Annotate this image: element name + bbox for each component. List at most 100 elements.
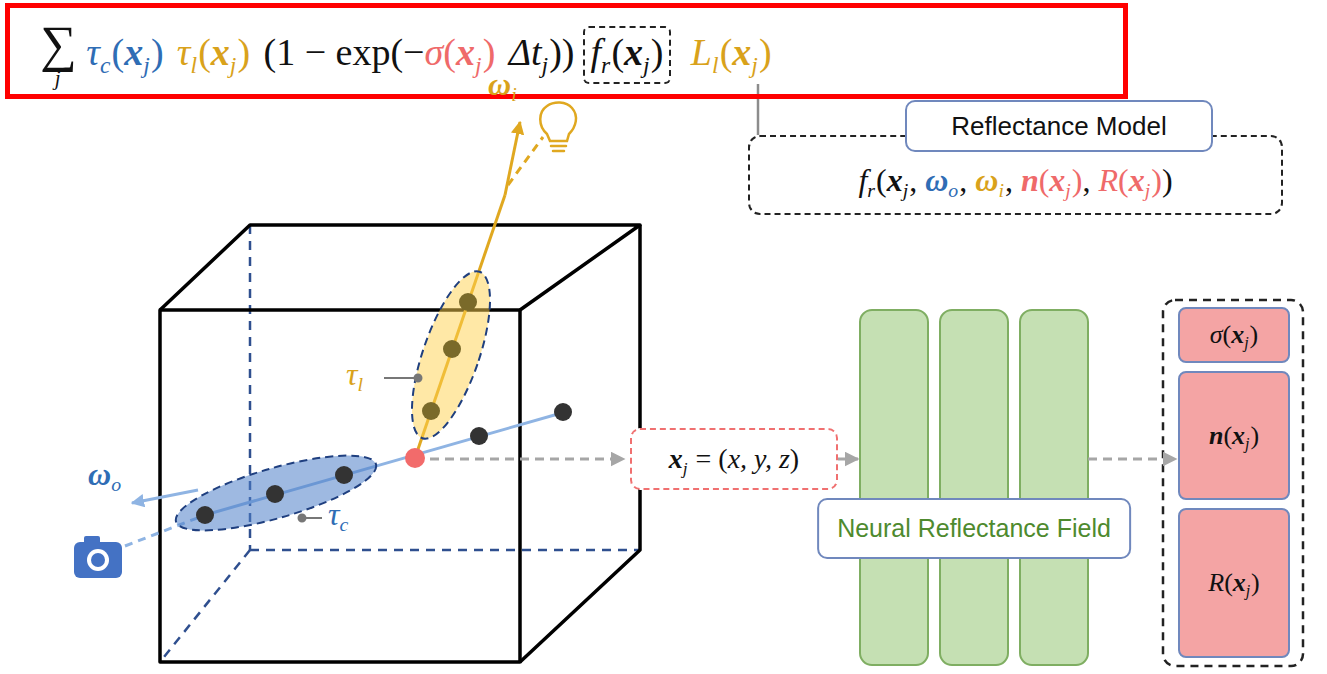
formula-symbol: σ: [425, 30, 444, 74]
formula-symbol: Neural Reflectance Field: [837, 514, 1111, 543]
camera-transmittance-region: [169, 440, 383, 545]
formula-symbol: ): [151, 30, 164, 74]
symbol-label: o: [111, 473, 121, 496]
text-row: σ(xj): [1210, 320, 1258, 350]
network-to-output-arrow: [1088, 458, 1176, 461]
formula-symbol: r: [867, 179, 875, 202]
formula-symbol: o: [948, 179, 958, 202]
neural-field-network: Neural Reflectance Field: [860, 310, 1088, 665]
cube-edges: [160, 225, 640, 662]
view-direction-label: ωo: [88, 456, 122, 493]
formula-symbol: ): [1250, 421, 1259, 451]
formula-symbol: j: [643, 52, 650, 79]
formula-symbol: x: [732, 30, 751, 74]
view-direction-arrow: [132, 490, 198, 503]
formula-symbol: (: [1039, 162, 1050, 199]
formula-symbol: j: [475, 52, 482, 79]
density-output-box: σ(xj): [1178, 307, 1290, 363]
formula-symbol: (: [1224, 568, 1233, 598]
formula-symbol: (1 − exp(−: [264, 30, 425, 74]
formula-symbol: f: [858, 162, 867, 199]
formula-symbol: R: [1099, 162, 1119, 199]
light-ray-dashed: [508, 137, 543, 185]
symbol-label: l: [357, 373, 363, 396]
formula-symbol: i: [998, 179, 1004, 202]
formula-symbol: ): [790, 443, 799, 475]
formula-symbol: (: [1118, 162, 1129, 199]
formula-symbol: l: [712, 52, 719, 79]
formula-symbol: (: [112, 30, 125, 74]
text-row: fr(xj): [591, 30, 664, 74]
formula-symbol: j: [1246, 582, 1250, 600]
formula-symbol: ,: [1005, 162, 1021, 199]
formula-symbol: L: [691, 30, 712, 74]
normal-output-box: n(xj): [1178, 371, 1290, 500]
formula-symbol: σ: [1210, 320, 1223, 350]
formula-symbol: ): [238, 30, 251, 74]
reflectance-output-box: R(xj): [1178, 508, 1290, 658]
formula-symbol: x: [124, 30, 143, 74]
formula-symbol: (: [443, 30, 456, 74]
formula-symbol: c: [100, 52, 110, 79]
leader-lines: [299, 375, 422, 522]
brdf-term-box: fr(xj): [583, 26, 672, 84]
formula-symbol: ): [759, 30, 772, 74]
formula-symbol: n: [1021, 162, 1039, 199]
text-row: R(xj): [1208, 568, 1260, 598]
formula-box: ∑jτc(xj)τl(xj)(1 − exp(−σ(xj)Δtj))fr(xj)…: [5, 3, 1128, 99]
formula-symbol: (: [876, 162, 887, 199]
formula-symbol: Δt: [509, 30, 542, 74]
formula-symbol: ∑: [40, 14, 77, 73]
sample-points: [196, 293, 572, 524]
formula-symbol: ): [1072, 162, 1083, 199]
input-to-network-arrow: [838, 458, 858, 461]
camera-transmittance-label: τc: [328, 496, 349, 533]
network-layers: [860, 310, 1088, 665]
input-box: xj = (x, y, z): [630, 428, 838, 490]
formula-symbol: n: [1209, 421, 1223, 451]
formula-symbol: )): [549, 30, 574, 74]
formula-symbol: τ: [177, 30, 191, 74]
cube-hidden-edges: [160, 225, 640, 662]
formula-symbol: ω: [925, 162, 948, 199]
symbol-label: c: [339, 513, 348, 536]
formula-symbol: j: [1145, 179, 1151, 202]
formula-symbol: x: [456, 30, 475, 74]
formula-symbol: ,: [909, 162, 925, 199]
formula-symbol: Reflectance Model: [951, 111, 1166, 142]
formula-symbol: x: [669, 443, 683, 475]
brdf-link-line: [757, 84, 760, 135]
formula-symbol: j: [751, 52, 758, 79]
formula-symbol: x: [887, 162, 903, 199]
formula-symbol: ): [1250, 320, 1259, 350]
formula-symbol: ): [651, 30, 664, 74]
formula-symbol: = (: [689, 443, 728, 475]
formula-symbol: j: [1244, 334, 1248, 352]
formula-symbol: j: [1245, 435, 1249, 453]
camera-icon: [74, 536, 122, 578]
formula-symbol: l: [190, 52, 197, 79]
formula-symbol: j: [683, 459, 688, 479]
formula-symbol: (: [1223, 320, 1232, 350]
formula-symbol: ,: [1083, 162, 1099, 199]
formula-symbol: j: [542, 52, 549, 79]
text-row: ∑jτc(xj)τl(xj)(1 − exp(−σ(xj)Δtj))fr(xj)…: [40, 18, 772, 84]
formula-symbol: (: [198, 30, 211, 74]
formula-symbol: j: [143, 52, 150, 79]
formula-symbol: ,: [959, 162, 975, 199]
symbol-label: ω: [488, 66, 511, 103]
formula-symbol: (: [720, 30, 733, 74]
symbol-label: τ: [328, 496, 339, 533]
formula-symbol: x: [1231, 320, 1244, 350]
text-row: xj = (x, y, z): [669, 443, 799, 475]
formula-symbol: R: [1208, 568, 1224, 598]
light-direction-label: ωi: [488, 66, 518, 103]
text-row: Reflectance Model: [951, 111, 1166, 142]
formula-symbol: ): [1151, 162, 1162, 199]
text-row: fr(xj, ωo, ωi, n(xj), R(xj)): [858, 162, 1172, 199]
formula-symbol: τ: [86, 30, 100, 74]
formula-symbol: x: [1049, 162, 1065, 199]
